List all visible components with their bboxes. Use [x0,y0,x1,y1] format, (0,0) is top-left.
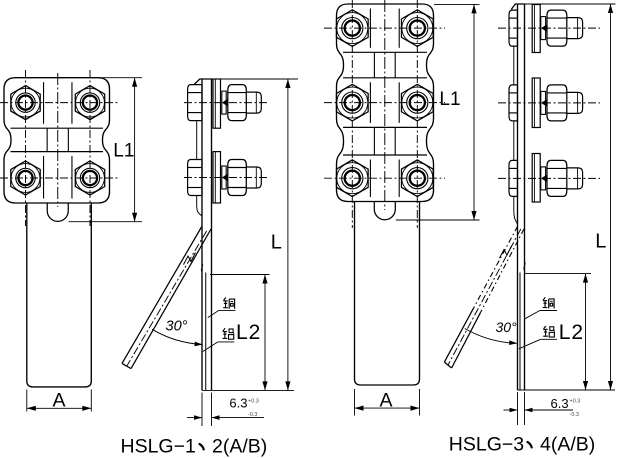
svg-text:2(A/B): 2(A/B) [212,436,267,458]
svg-text:-0.3: -0.3 [248,412,257,418]
svg-text:30°: 30° [496,319,518,335]
svg-text:6.3: 6.3 [229,395,247,410]
svg-text:HSLG−3: HSLG−3 [449,434,524,456]
svg-text:L: L [271,232,282,254]
svg-text:-0.3: -0.3 [570,412,579,418]
svg-text:4(A/B): 4(A/B) [540,434,595,456]
svg-text:L2: L2 [559,321,584,344]
svg-text:L: L [595,231,606,253]
svg-text:A: A [379,390,392,412]
svg-text:A: A [52,390,65,412]
svg-text:HSLG−1: HSLG−1 [121,436,196,458]
svg-text:+0.3: +0.3 [570,399,581,405]
svg-text:L1: L1 [113,141,134,162]
svg-text:30°: 30° [166,319,188,335]
svg-text:L1: L1 [439,89,460,110]
svg-text:L2: L2 [236,321,261,344]
svg-text:+0.3: +0.3 [248,399,259,405]
svg-text:6.3: 6.3 [551,396,569,411]
